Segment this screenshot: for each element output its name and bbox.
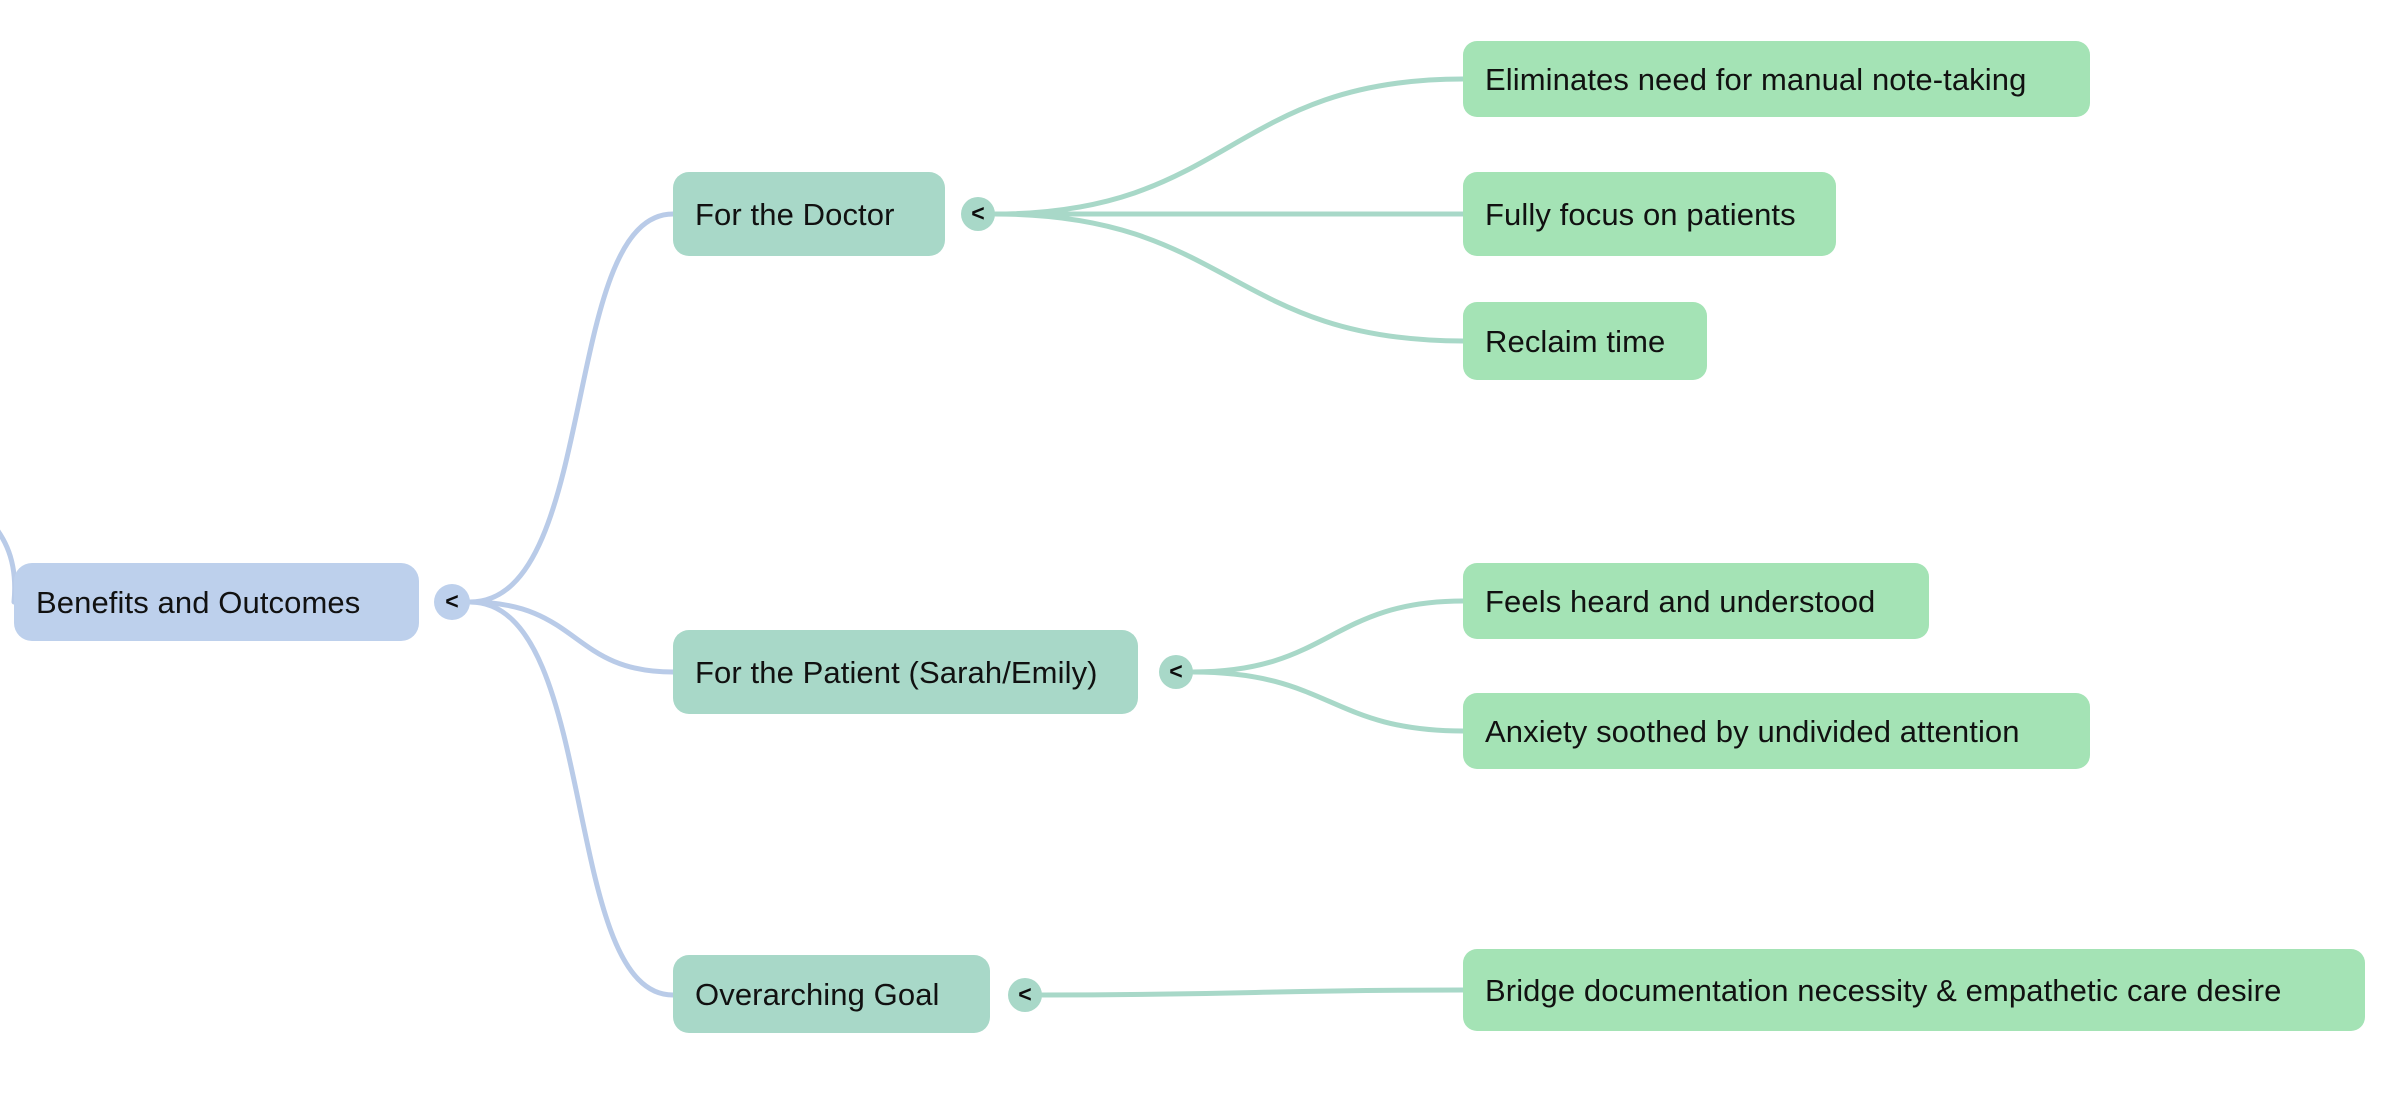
collapse-toggle-for-the-patient[interactable]: < [1159,655,1193,689]
edge-incoming-from-parent [0,529,18,605]
node-leaf-bridge-documentation-empathy-label: Bridge documentation necessity & empathe… [1485,972,2282,1008]
node-leaf-reclaim-time-label: Reclaim time [1485,323,1666,359]
node-branch-overarching-goal-label: Overarching Goal [695,976,940,1012]
edge-root-to-for-the-patient [467,599,676,675]
node-leaf-feels-heard-and-understood[interactable]: Feels heard and understood [1463,563,1929,639]
edge-root-to-overarching-goal [467,599,676,998]
collapse-chevron-left-icon: < [1018,980,1032,1007]
node-leaf-anxiety-soothed-label: Anxiety soothed by undivided attention [1485,713,2020,749]
node-branch-for-the-doctor-label: For the Doctor [695,196,895,232]
collapse-toggle-overarching-goal[interactable]: < [1008,978,1042,1012]
node-leaf-anxiety-soothed[interactable]: Anxiety soothed by undivided attention [1463,693,2090,769]
edge-doctor-to-eliminates-manual-note-taking [992,76,1466,217]
edge-goal-to-bridge-documentation-empathy [1039,987,1466,998]
collapse-toggle-root[interactable]: < [434,584,470,620]
node-branch-overarching-goal[interactable]: Overarching Goal [673,955,990,1033]
node-leaf-eliminates-manual-note-taking[interactable]: Eliminates need for manual note-taking [1463,41,2090,117]
node-leaf-feels-heard-and-understood-label: Feels heard and understood [1485,583,1876,619]
node-leaf-reclaim-time[interactable]: Reclaim time [1463,302,1707,380]
node-leaf-fully-focus-on-patients-label: Fully focus on patients [1485,196,1796,232]
collapse-chevron-left-icon: < [971,199,985,226]
node-branch-for-the-doctor[interactable]: For the Doctor [673,172,945,256]
edge-patient-to-anxiety-soothed [1190,669,1466,734]
node-branch-for-the-patient[interactable]: For the Patient (Sarah/Emily) [673,630,1138,714]
collapse-chevron-left-icon: < [445,587,459,614]
edge-doctor-to-reclaim-time [992,211,1466,344]
node-branch-for-the-patient-label: For the Patient (Sarah/Emily) [695,654,1098,690]
collapse-toggle-for-the-doctor[interactable]: < [961,197,995,231]
collapse-chevron-left-icon: < [1169,657,1183,684]
edge-patient-to-feels-heard-and-understood [1190,598,1466,675]
node-root-label: Benefits and Outcomes [36,584,361,620]
edge-root-to-for-the-doctor [467,211,676,605]
node-leaf-eliminates-manual-note-taking-label: Eliminates need for manual note-taking [1485,61,2027,97]
node-leaf-fully-focus-on-patients[interactable]: Fully focus on patients [1463,172,1836,256]
node-root[interactable]: Benefits and Outcomes [14,563,419,641]
node-leaf-bridge-documentation-empathy[interactable]: Bridge documentation necessity & empathe… [1463,949,2365,1031]
